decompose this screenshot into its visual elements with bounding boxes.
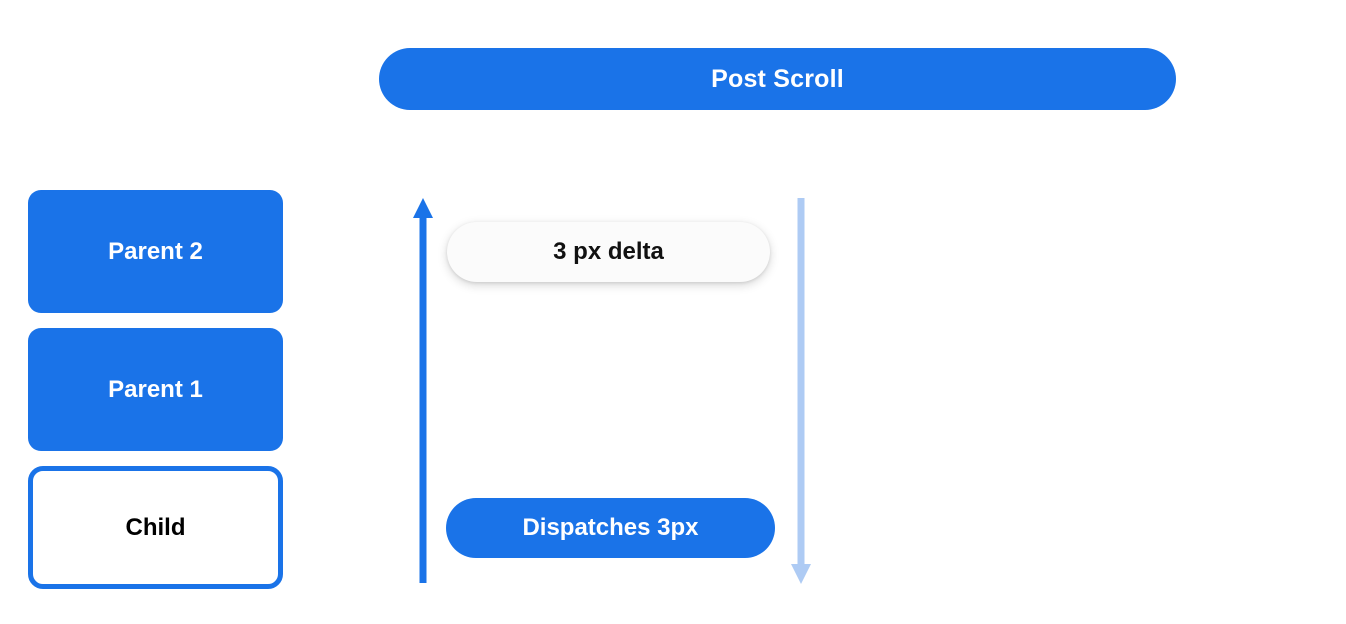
- delta-annotation-pill[interactable]: 3 px delta: [447, 222, 770, 282]
- scroll-up-arrow-icon: [413, 198, 433, 583]
- stack-box-parent-2-label: Parent 2: [108, 237, 203, 265]
- post-scroll-header-pill[interactable]: Post Scroll: [379, 48, 1176, 110]
- stack-box-child[interactable]: Child: [28, 466, 283, 589]
- scroll-down-arrow-icon: [791, 198, 811, 584]
- element-stack: Parent 2 Parent 1 Child: [28, 190, 283, 589]
- stack-box-parent-1[interactable]: Parent 1: [28, 328, 283, 451]
- dispatch-annotation-pill[interactable]: Dispatches 3px: [446, 498, 775, 558]
- dispatch-annotation-label: Dispatches 3px: [522, 514, 699, 541]
- post-scroll-header-label: Post Scroll: [711, 64, 844, 93]
- delta-annotation-label: 3 px delta: [553, 238, 664, 265]
- stack-box-child-label: Child: [125, 513, 186, 541]
- stack-box-parent-1-label: Parent 1: [108, 375, 203, 403]
- stack-box-parent-2[interactable]: Parent 2: [28, 190, 283, 313]
